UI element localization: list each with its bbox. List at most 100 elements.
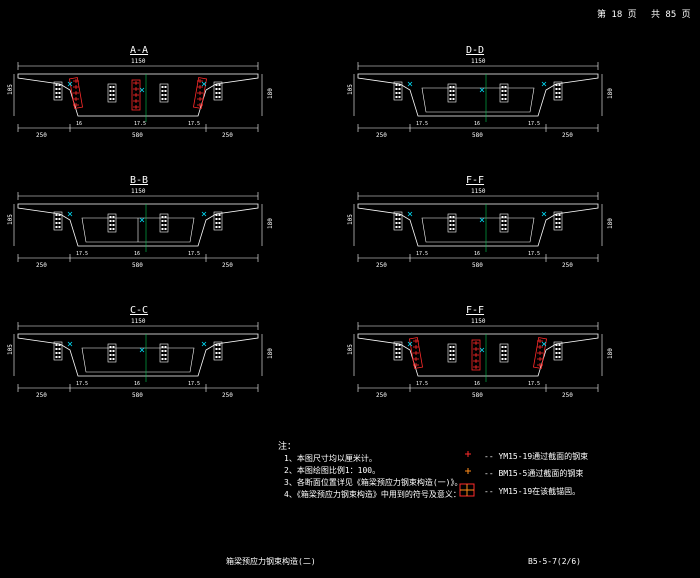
- rebar-dot: [555, 352, 558, 354]
- note-2: 2、本图绘图比例1：100。: [284, 466, 381, 475]
- note-4: 4、《箱梁预应力钢束构造》中用到的符号及意义：: [284, 490, 461, 499]
- cyan-marker: [139, 87, 145, 93]
- dim-height-right: 180: [607, 348, 614, 359]
- legend-plus-orange: [465, 468, 471, 474]
- rebar-dot: [112, 90, 115, 92]
- rebar-dot: [215, 344, 218, 346]
- section-title-c-c: C-C: [130, 305, 149, 316]
- dim-span-left: 250: [36, 132, 47, 139]
- rebar-dot: [161, 94, 164, 96]
- dim-small-1: 17.5: [416, 121, 428, 127]
- rebar-dot: [558, 344, 561, 346]
- rebar-dot: [112, 346, 115, 348]
- anchor-block: [159, 83, 169, 103]
- dim-span-left: 250: [376, 392, 387, 399]
- rebar-dot: [58, 96, 61, 98]
- drawing-code: B5-5-7(2/6): [528, 557, 581, 566]
- rebar-dot: [109, 86, 112, 88]
- legend-label-ym-anchor: -- YM15-19在该截锚固。: [484, 487, 581, 496]
- cyan-marker: [67, 81, 73, 87]
- dim-small-3: 17.5: [528, 251, 540, 257]
- rebar-dot: [398, 226, 401, 228]
- rebar-dot: [164, 98, 167, 100]
- rebar-dot: [395, 356, 398, 358]
- rebar-dot: [218, 226, 221, 228]
- dim-span-left: 250: [36, 392, 47, 399]
- rebar-dot: [218, 96, 221, 98]
- cyan-marker: [201, 211, 207, 217]
- anchor-block: [447, 343, 457, 363]
- dim-height-right: 180: [267, 218, 274, 229]
- rebar-dot: [215, 356, 218, 358]
- rebar-dot: [215, 348, 218, 350]
- rebar-dot: [398, 356, 401, 358]
- rebar-dot: [112, 350, 115, 352]
- dim-top-1150: 1150: [131, 58, 146, 65]
- rebar-dot: [395, 96, 398, 98]
- tendon-group: [471, 339, 481, 371]
- girder-outline: [17, 333, 259, 377]
- rebar-dot: [109, 346, 112, 348]
- rebar-dot: [112, 220, 115, 222]
- rebar-dot: [109, 358, 112, 360]
- dim-height-left: 105: [347, 84, 354, 95]
- legend-label-ym-pass: -- YM15-19通过截面的钢束: [484, 452, 589, 461]
- rebar-dot: [58, 344, 61, 346]
- rebar-dot: [398, 214, 401, 216]
- box-cell: [81, 347, 195, 373]
- rebar-dot: [215, 352, 218, 354]
- cyan-marker: [407, 341, 413, 347]
- rebar-dot: [449, 358, 452, 360]
- rebar-dot: [58, 226, 61, 228]
- rebar-dot: [164, 220, 167, 222]
- box-cell: [421, 217, 535, 243]
- note-1: 1、本图尺寸均以厘米计。: [284, 454, 377, 463]
- rebar-dot: [109, 216, 112, 218]
- rebar-dot: [109, 228, 112, 230]
- rebar-dot: [501, 228, 504, 230]
- page-total: 共 85 页: [651, 10, 691, 20]
- rebar-dot: [558, 96, 561, 98]
- rebar-dot: [452, 86, 455, 88]
- rebar-dot: [164, 216, 167, 218]
- rebar-dot: [55, 348, 58, 350]
- anchor-block: [53, 341, 63, 361]
- dim-small-3: 17.5: [188, 251, 200, 257]
- rebar-dot: [58, 348, 61, 350]
- rebar-dot: [164, 228, 167, 230]
- rebar-dot: [555, 356, 558, 358]
- rebar-dot: [218, 352, 221, 354]
- rebar-dot: [501, 86, 504, 88]
- dim-height-left: 105: [7, 344, 14, 355]
- rebar-dot: [504, 224, 507, 226]
- rebar-dot: [558, 356, 561, 358]
- cyan-marker: [541, 81, 547, 87]
- anchor-block: [499, 213, 509, 233]
- rebar-dot: [215, 88, 218, 90]
- legend-symbols: [459, 451, 475, 497]
- rebar-dot: [555, 88, 558, 90]
- tendon-group: [192, 77, 208, 109]
- rebar-dot: [501, 220, 504, 222]
- dim-height-right: 180: [607, 88, 614, 99]
- rebar-dot: [55, 226, 58, 228]
- rebar-dot: [504, 228, 507, 230]
- note-3: 3、各断面位置详见《箱梁预应力钢束构造(一)》。: [284, 478, 463, 487]
- dim-height-left: 105: [347, 214, 354, 225]
- rebar-dot: [452, 98, 455, 100]
- anchor-block: [53, 211, 63, 231]
- rebar-dot: [504, 98, 507, 100]
- dim-height-right: 180: [267, 348, 274, 359]
- girder-outline: [357, 333, 599, 377]
- rebar-dot: [55, 344, 58, 346]
- rebar-dot: [398, 84, 401, 86]
- tendon-group: [68, 77, 84, 109]
- dim-span-right: 250: [562, 262, 573, 269]
- rebar-dot: [161, 216, 164, 218]
- box-cell: [421, 87, 535, 113]
- rebar-dot: [449, 224, 452, 226]
- tendon-group: [408, 337, 424, 369]
- rebar-dot: [504, 86, 507, 88]
- rebar-dot: [58, 218, 61, 220]
